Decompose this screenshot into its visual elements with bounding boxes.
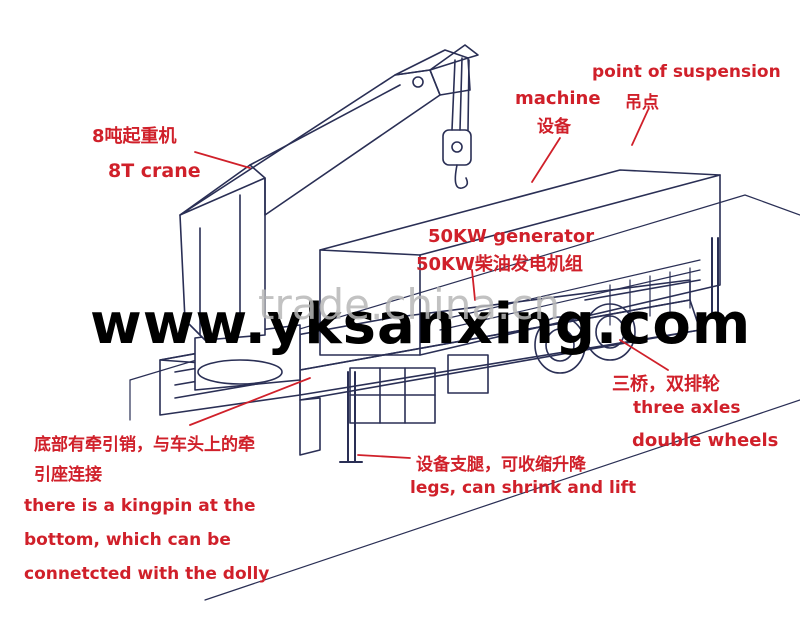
label-legs-cn: 设备支腿，可收缩升降: [416, 455, 586, 475]
machine-container: [319, 169, 721, 424]
label-legs-en: legs, can shrink and lift: [410, 478, 637, 498]
label-machine-en: machine: [515, 88, 601, 109]
label-suspension-en: point of suspension: [592, 62, 781, 82]
label-suspension-cn: 吊点: [625, 93, 659, 113]
leader-legs: [357, 454, 411, 459]
label-kingpin-en-2: bottom, which can be: [24, 530, 231, 550]
leader-suspension: [631, 109, 649, 146]
ground-edge: [129, 194, 800, 381]
label-machine-cn: 设备: [537, 117, 571, 137]
watermark-site-url: www.yksanxing.com: [90, 292, 752, 357]
label-kingpin-cn-2: 引座连接: [34, 465, 102, 485]
watermark-trade-mark: trade.china.cn: [258, 280, 561, 329]
label-crane-en: 8T crane: [108, 160, 201, 182]
leader-machine: [531, 137, 561, 183]
label-kingpin-cn-1: 底部有牵引销，与车头上的牵: [34, 435, 255, 455]
label-kingpin-en-3: connetcted with the dolly: [24, 564, 270, 584]
label-axles-en: three axles: [633, 398, 741, 418]
leader-axles: [619, 339, 669, 371]
crane-hook: [442, 57, 472, 189]
leader-kingpin: [189, 377, 311, 426]
leader-generator: [471, 269, 476, 301]
container-vents: [439, 259, 701, 331]
label-generator-cn: 50KW柴油发电机组: [416, 254, 583, 275]
label-axles-cn: 三桥，双排轮: [612, 374, 720, 395]
leader-crane: [194, 151, 251, 169]
rear-axles: [534, 279, 701, 374]
label-kingpin-en-1: there is a kingpin at the: [24, 496, 256, 516]
label-generator-en: 50KW generator: [428, 226, 595, 247]
label-crane-cn: 8吨起重机: [92, 126, 177, 147]
support-legs: [339, 237, 719, 463]
crane: [179, 44, 479, 391]
ground-plane: [204, 399, 800, 601]
label-wheels-en: double wheels: [632, 430, 779, 451]
